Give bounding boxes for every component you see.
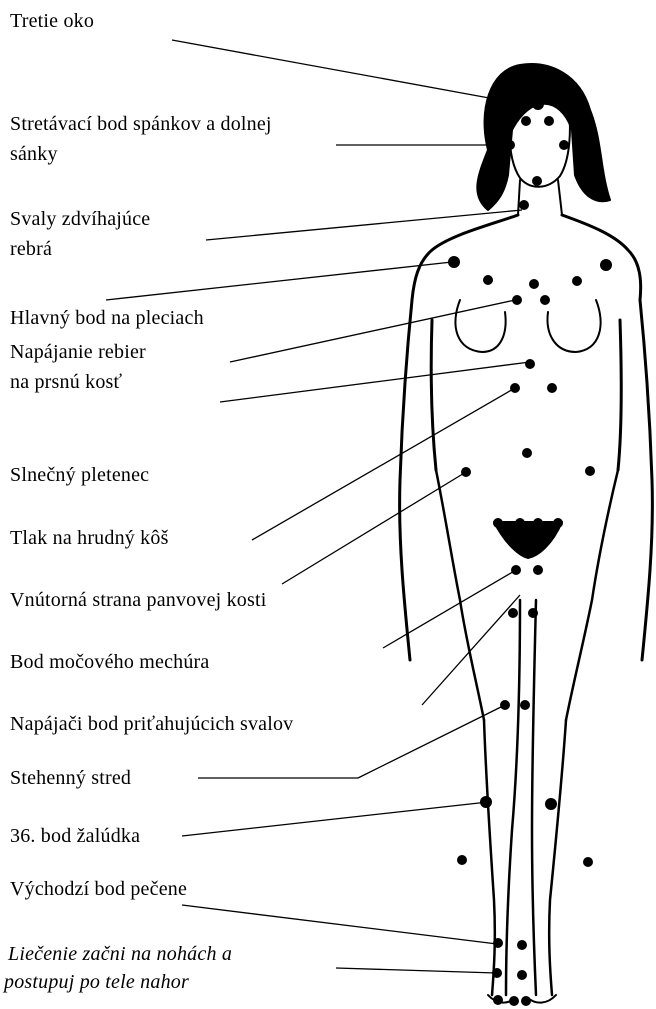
point-jaw-left xyxy=(505,140,515,150)
point-rib-right xyxy=(547,383,557,393)
point-chest-right xyxy=(572,276,582,286)
point-third-eye xyxy=(532,98,544,110)
point-shin-left xyxy=(480,796,492,808)
breast-right xyxy=(548,300,601,352)
leader-solar-plexus xyxy=(220,362,530,402)
torso-outline xyxy=(436,470,618,720)
point-foot-left xyxy=(492,968,502,978)
note-line-2: postupuj po tele nahor xyxy=(4,969,189,995)
point-eye-right xyxy=(544,116,554,126)
label-rib-sternum: Napájanie rebier xyxy=(10,339,146,365)
pubic-area xyxy=(494,522,562,558)
point-sternum-right xyxy=(540,295,550,305)
label-rib-muscles-line2: rebrá xyxy=(10,236,52,262)
point-chin xyxy=(532,176,542,186)
leader-chest-pressure xyxy=(252,388,515,540)
leader-thigh-center-b xyxy=(358,705,505,778)
leader-liver-start xyxy=(182,905,497,944)
label-temple-jaw: Stretávací bod spánkov a dolnej xyxy=(10,111,272,137)
right-leg-outline xyxy=(532,600,566,995)
point-toe-b xyxy=(509,996,519,1006)
point-shoulder-right xyxy=(600,259,612,271)
label-shoulder-point: Hlavný bod na pleciach xyxy=(10,305,204,331)
point-shoulder-left xyxy=(448,256,460,268)
leader-third-eye xyxy=(172,40,522,104)
label-stomach-36: 36. bod žalúdka xyxy=(10,823,140,849)
point-eye-left xyxy=(521,116,531,126)
label-pelvic-bone: Vnútorná strana panvovej kosti xyxy=(10,587,267,613)
label-third-eye: Tretie oko xyxy=(10,8,94,34)
leader-note xyxy=(336,968,496,973)
label-temple-jaw-line2: sánky xyxy=(10,141,58,167)
point-ankle-left xyxy=(493,938,503,948)
point-jaw-right xyxy=(559,140,569,150)
label-adductor-point: Napájači bod priťahujúcich svalov xyxy=(10,711,293,737)
point-shin-right xyxy=(545,798,557,810)
point-inner-thigh-left xyxy=(508,608,518,618)
leader-adductor-point xyxy=(422,595,520,705)
label-solar-plexus: Slnečný pletenec xyxy=(10,462,149,488)
point-chest-left xyxy=(483,275,493,285)
leader-lines xyxy=(106,40,530,973)
label-rib-muscles: Svaly zdvíhajúce xyxy=(10,206,150,232)
leader-rib-muscles xyxy=(206,210,522,240)
point-calf-left xyxy=(457,855,467,865)
point-toe-c xyxy=(521,996,531,1006)
point-bladder-right xyxy=(533,565,543,575)
right-arm-outline xyxy=(618,300,652,660)
leader-pelvic-bone xyxy=(282,472,466,584)
point-foot-right xyxy=(517,970,527,980)
point-pubic-d xyxy=(553,518,563,528)
point-rib-left xyxy=(510,383,520,393)
shoulder-outline xyxy=(412,215,641,300)
point-hip-right xyxy=(585,466,595,476)
point-calf-right xyxy=(583,857,593,867)
leader-stomach-36 xyxy=(182,802,488,836)
label-rib-sternum-line2: na prsnú kosť xyxy=(10,369,122,395)
point-plexus xyxy=(525,359,535,369)
point-pubic-b xyxy=(515,518,525,528)
point-throat xyxy=(519,200,529,210)
leader-rib-sternum xyxy=(230,300,515,362)
point-toe-a xyxy=(493,995,503,1005)
point-inner-thigh-right xyxy=(528,608,538,618)
point-knee-left xyxy=(500,700,510,710)
point-ankle-right xyxy=(517,940,527,950)
point-pubic-a xyxy=(493,518,503,528)
label-bladder-point: Bod močového mechúra xyxy=(10,649,210,675)
label-liver-start: Východzí bod pečene xyxy=(10,876,187,902)
point-sternum-left xyxy=(512,295,522,305)
point-chest-center xyxy=(529,279,539,289)
left-arm-outline xyxy=(400,300,436,660)
note-line-1: Liečenie začni na nohách a xyxy=(8,941,232,967)
point-knee-right xyxy=(520,700,530,710)
label-chest-pressure: Tlak na hrudný kôš xyxy=(10,525,169,551)
leader-shoulder-point xyxy=(106,262,452,300)
label-thigh-center: Stehenný stred xyxy=(10,765,131,791)
point-pubic-c xyxy=(533,518,543,528)
hair-shape xyxy=(477,64,610,210)
point-navel xyxy=(522,448,532,458)
point-hip-left xyxy=(461,467,471,477)
point-bladder-left xyxy=(511,565,521,575)
